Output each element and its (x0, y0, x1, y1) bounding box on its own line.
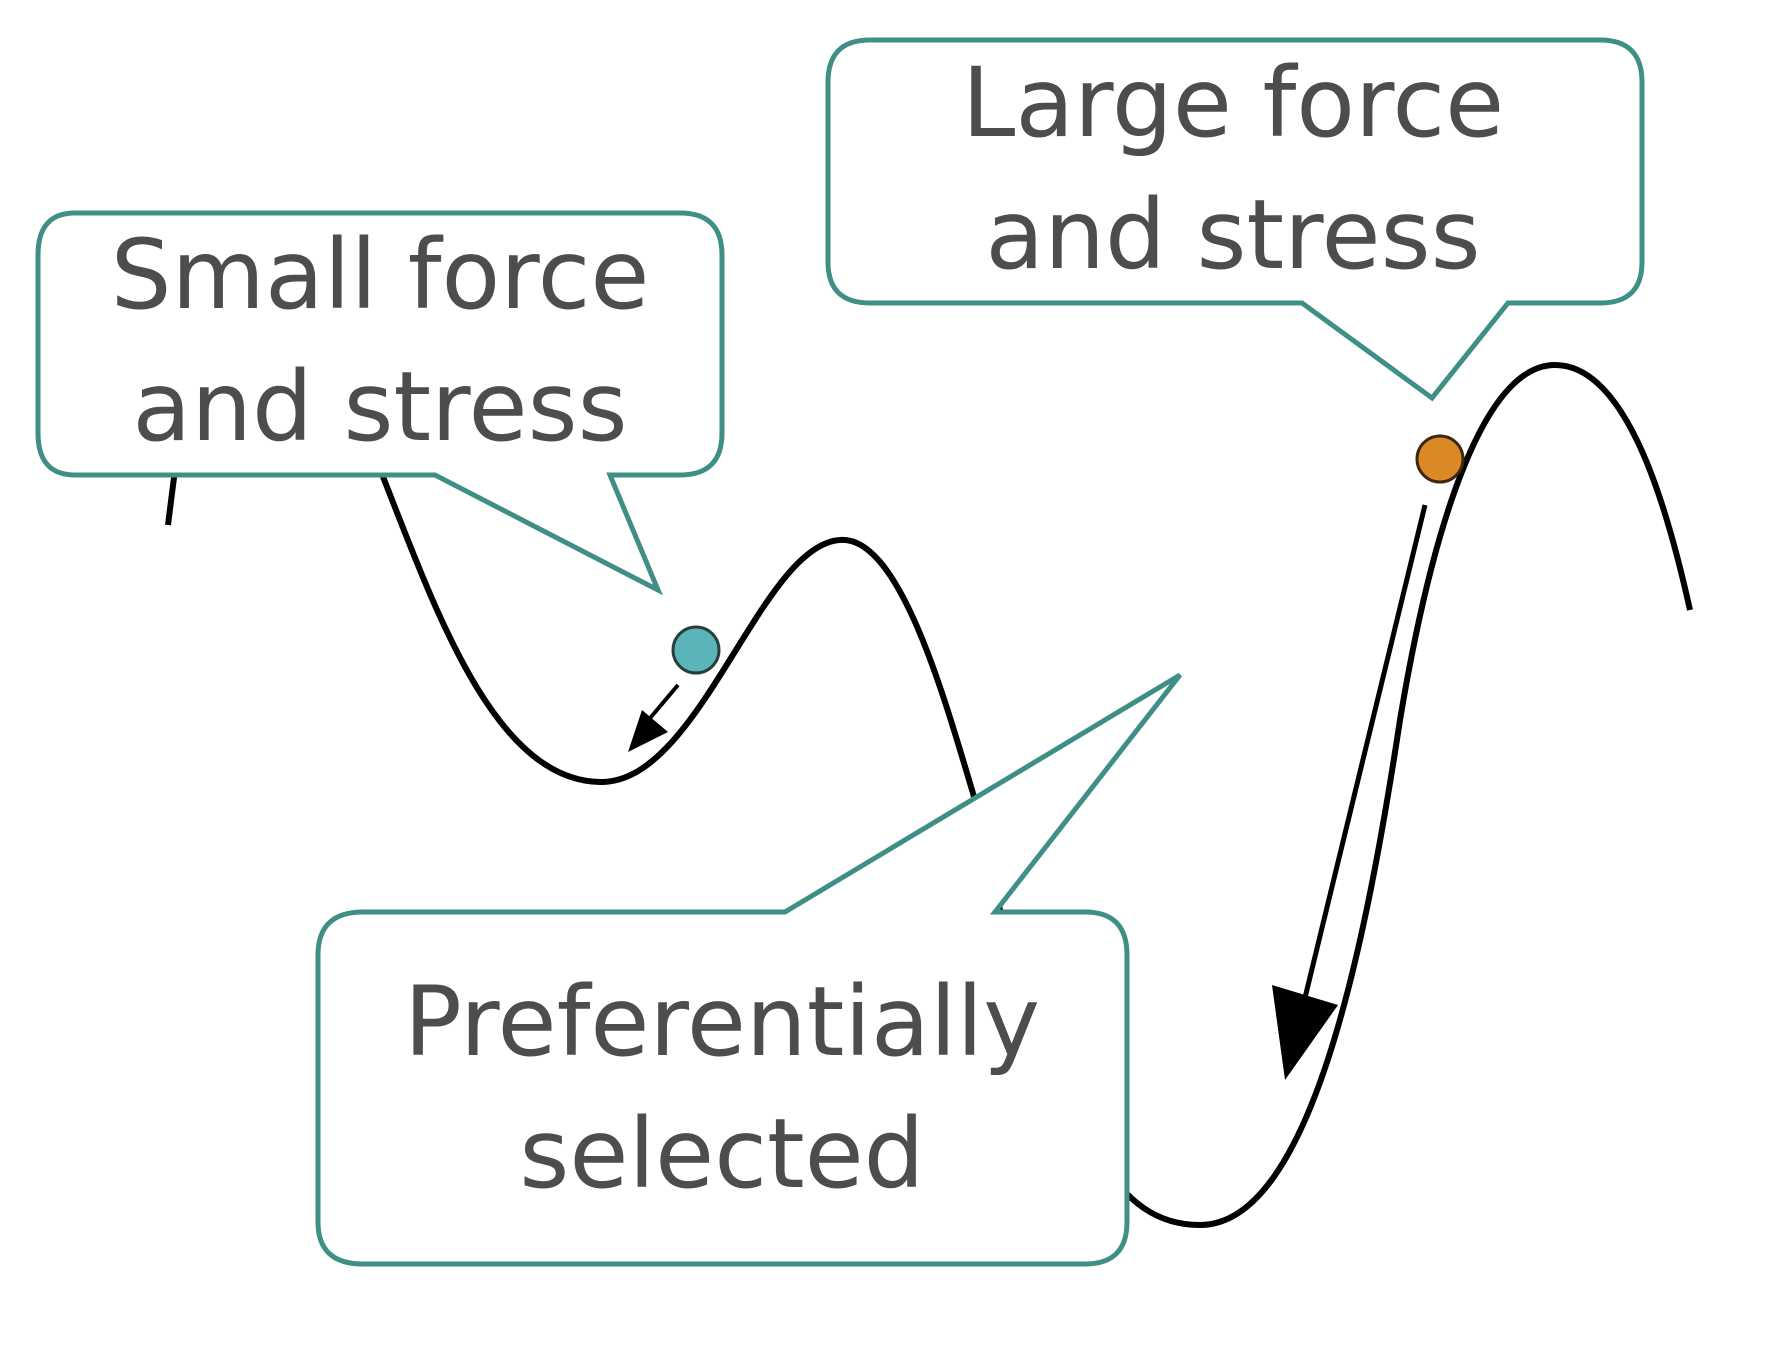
callout-preferentially-selected: Preferentially selected (315, 672, 1182, 1267)
callout-selected-line1: Preferentially (404, 966, 1040, 1078)
callout-large-force-bubble (825, 37, 1645, 402)
callout-small-force-bubble (35, 210, 725, 596)
large-force-ball (1415, 434, 1465, 484)
callout-large-force-line1: Large force (962, 47, 1504, 159)
large-force-arrow (1299, 504, 1428, 1011)
callout-small-force-line2: and stress (132, 351, 627, 463)
callout-large-force: Large force and stress (825, 37, 1645, 402)
small-force-arrowhead (628, 710, 668, 752)
callout-small-force: Small force and stress (35, 210, 725, 596)
callout-large-force-line2: and stress (985, 179, 1480, 291)
callout-small-force-line1: Small force (111, 219, 650, 331)
callout-selected-bubble (315, 672, 1182, 1267)
small-force-ball (671, 625, 721, 675)
large-force-arrowhead (1272, 985, 1338, 1080)
callout-selected-line2: selected (519, 1098, 924, 1210)
